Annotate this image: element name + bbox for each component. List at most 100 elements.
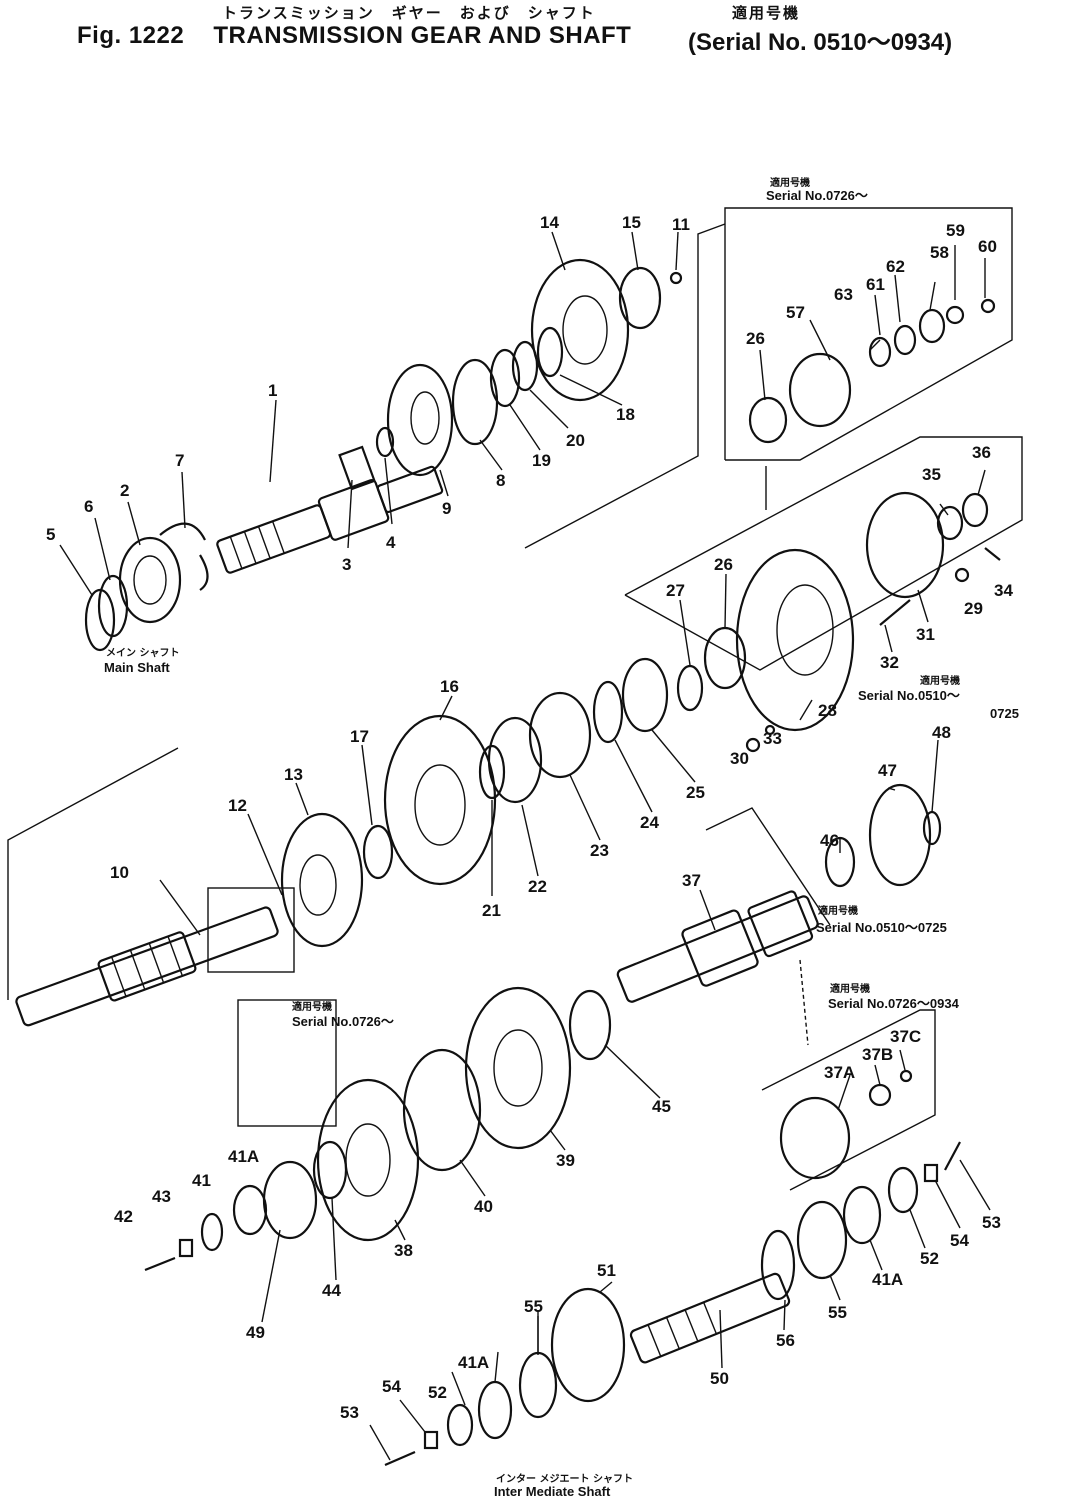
callout-58: 58 — [930, 243, 949, 262]
bolt-42 — [144, 1256, 176, 1272]
nut-58 — [945, 305, 965, 325]
bolt-53-left — [384, 1450, 416, 1467]
figure-name: TRANSMISSION GEAR AND SHAFT — [213, 22, 632, 49]
callout-13: 13 — [284, 765, 303, 784]
callout-41a-bottom: 41A — [458, 1353, 489, 1372]
gear-38 — [316, 1078, 420, 1242]
title-japanese: トランスミッション ギヤー および シャフト — [222, 4, 596, 22]
callout-47: 47 — [878, 761, 897, 780]
bearing-15 — [618, 266, 662, 330]
title-applicable-japanese: 適用号機 — [732, 4, 801, 22]
gear-25 — [621, 657, 669, 733]
lock-43 — [178, 1238, 194, 1258]
bearing-49 — [262, 1160, 318, 1240]
gear-13 — [280, 812, 364, 948]
callout-41: 41 — [192, 1171, 211, 1190]
bolt-32 — [879, 599, 911, 626]
callout-53-right: 53 — [982, 1213, 1001, 1232]
washer-37c — [899, 1069, 913, 1083]
ring-20 — [511, 340, 539, 392]
coupling-57 — [788, 352, 852, 428]
callout-56: 56 — [776, 1331, 795, 1350]
callout-22: 22 — [528, 877, 547, 896]
shaft-detail-box — [207, 887, 295, 973]
note-jp-1: 適用号機 — [770, 176, 810, 189]
main-shaft-part — [216, 465, 444, 574]
output-shaft-10 — [15, 906, 279, 1027]
callout-17: 17 — [350, 727, 369, 746]
callout-52-left: 52 — [428, 1383, 447, 1402]
note-jp-5: 適用号機 — [830, 982, 870, 995]
inset-box-output-coupling — [724, 207, 1013, 510]
collar-45 — [568, 989, 612, 1061]
callout-24: 24 — [640, 813, 659, 832]
ring-17 — [362, 824, 394, 880]
callout-39: 39 — [556, 1151, 575, 1170]
washer-33 — [764, 724, 776, 736]
intermediate-shaft-50 — [629, 1272, 791, 1364]
main-shaft-assembly — [84, 223, 726, 652]
main-shaft-jp: メイン シャフト — [106, 647, 179, 659]
nut-30 — [745, 737, 761, 753]
callout-59: 59 — [946, 221, 965, 240]
callout-25: 25 — [686, 783, 705, 802]
shaft-names: メイン シャフト Main Shaft インター メジエート シャフト Inte… — [104, 647, 633, 1499]
callout-40: 40 — [474, 1197, 493, 1216]
callout-3: 3 — [342, 555, 351, 574]
inter-shaft-label: Inter Mediate Shaft — [494, 1484, 611, 1497]
bearing-55-right — [796, 1200, 848, 1280]
flange-31 — [865, 491, 945, 599]
callout-46: 46 — [820, 831, 839, 850]
plate-41 — [200, 1212, 224, 1252]
callout-32: 32 — [880, 653, 899, 672]
plate-60 — [980, 298, 996, 314]
ring-27 — [676, 664, 704, 712]
note-serial-0510-0725: Serial No.0510～0725 — [816, 920, 947, 935]
nut-36 — [961, 492, 989, 528]
callout-2: 2 — [120, 481, 129, 500]
washer-62 — [918, 308, 946, 344]
note-serial-0726-shaft: Serial No.0726～ — [292, 1014, 394, 1029]
callout-45: 45 — [652, 1097, 671, 1116]
plate-41a-left — [477, 1380, 513, 1440]
counter-shaft-37 — [616, 890, 819, 1003]
plate-52-left — [446, 1403, 474, 1447]
gear-16 — [383, 714, 497, 886]
gear-39 — [464, 986, 572, 1150]
callout-19: 19 — [532, 451, 551, 470]
seal-26-inset — [748, 396, 788, 444]
callout-33: 33 — [763, 729, 782, 748]
callout-37: 37 — [682, 871, 701, 890]
ring-24 — [592, 680, 624, 744]
plate-41a-right — [842, 1185, 882, 1245]
callout-16: 16 — [440, 677, 459, 696]
bearing-47 — [868, 783, 932, 887]
note-serial-0725: 0725 — [990, 706, 1019, 721]
callout-54-right: 54 — [950, 1231, 969, 1250]
ring-18 — [536, 326, 564, 378]
note-serial-0726-0934: Serial No.0726～0934 — [828, 996, 960, 1011]
callout-14: 14 — [540, 213, 559, 232]
callout-42: 42 — [114, 1207, 133, 1226]
lock-54-left — [423, 1430, 439, 1450]
o-ring-63 — [868, 336, 892, 368]
callout-1: 1 — [268, 381, 277, 400]
leader-lines — [59, 231, 991, 1461]
washer-44 — [312, 1140, 348, 1200]
callout-55-right: 55 — [828, 1303, 847, 1322]
brake-assembly — [624, 436, 1023, 753]
snap-ring-7 — [159, 522, 206, 541]
counter-gears — [144, 986, 572, 1272]
intermediate-shaft-assembly — [384, 1141, 961, 1467]
gear-9 — [386, 363, 454, 477]
callout-18: 18 — [616, 405, 635, 424]
callout-55-left: 55 — [524, 1297, 543, 1316]
bolt-53-right — [944, 1141, 961, 1171]
callout-27: 27 — [666, 581, 685, 600]
plate-41a — [232, 1184, 268, 1236]
washer-35 — [936, 505, 964, 541]
callout-37a: 37A — [824, 1063, 855, 1082]
clutch-hub-23 — [528, 691, 592, 779]
